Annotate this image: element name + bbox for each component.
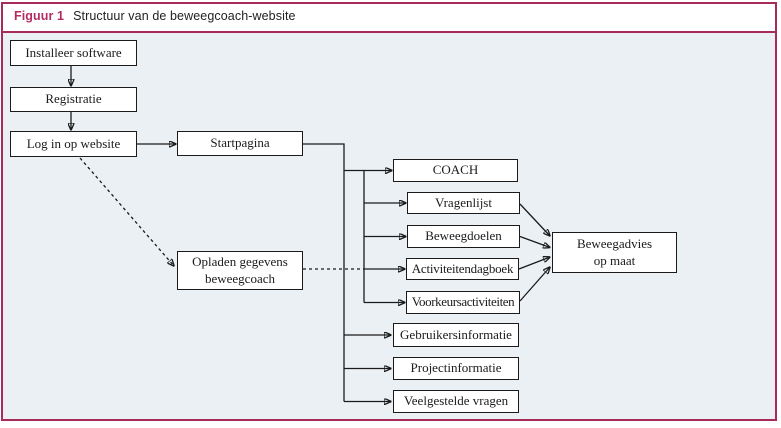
node-label: Voorkeursactiviteiten bbox=[411, 294, 515, 310]
node-label-line: beweegcoach bbox=[204, 270, 275, 286]
header-rule bbox=[3, 30, 775, 33]
node-label: Registratie bbox=[45, 91, 102, 107]
node-log-in-op-website: Log in op website bbox=[10, 131, 137, 157]
node-opladen-gegevens-beweegcoach: Opladen gegevens beweegcoach bbox=[177, 251, 303, 290]
node-label: Beweegdoelen bbox=[425, 228, 502, 244]
node-projectinformatie: Projectinformatie bbox=[393, 357, 519, 380]
node-label: Projectinformatie bbox=[410, 360, 502, 376]
node-label: Veelgestelde vragen bbox=[403, 393, 509, 409]
node-label: Gebruikersinformatie bbox=[400, 326, 512, 342]
node-label-line: op maat bbox=[593, 252, 636, 268]
node-label: COACH bbox=[432, 162, 479, 178]
node-activiteitendagboek: Activiteitendagboek bbox=[406, 258, 519, 280]
node-beweegdoelen: Beweegdoelen bbox=[407, 225, 520, 248]
node-registratie: Registratie bbox=[10, 87, 137, 112]
node-gebruikersinformatie: Gebruikersinformatie bbox=[393, 323, 519, 347]
node-installeer-software: Installeer software bbox=[10, 40, 137, 66]
node-voorkeursactiviteiten: Voorkeursactiviteiten bbox=[406, 291, 520, 314]
node-label: Startpagina bbox=[210, 135, 270, 151]
node-veelgestelde-vragen: Veelgestelde vragen bbox=[393, 390, 519, 413]
node-label: Installeer software bbox=[25, 44, 122, 60]
node-label-line: Beweegadvies bbox=[576, 235, 653, 251]
node-startpagina: Startpagina bbox=[177, 131, 303, 156]
node-label: Vragenlijst bbox=[435, 194, 492, 210]
node-label-line: Opladen gegevens bbox=[192, 253, 288, 269]
figure-number-label: Figuur 1 bbox=[14, 9, 65, 23]
node-coach: COACH bbox=[393, 159, 518, 182]
figure-title: Structuur van de beweegcoach-website bbox=[73, 9, 296, 23]
node-beweegadvies-op-maat: Beweegadvies op maat bbox=[552, 232, 677, 273]
node-label: Log in op website bbox=[26, 135, 121, 151]
node-label: Activiteitendagboek bbox=[411, 260, 514, 276]
node-vragenlijst: Vragenlijst bbox=[407, 192, 520, 214]
figure-caption: Figuur 1 Structuur van de beweegcoach-web… bbox=[14, 9, 296, 23]
